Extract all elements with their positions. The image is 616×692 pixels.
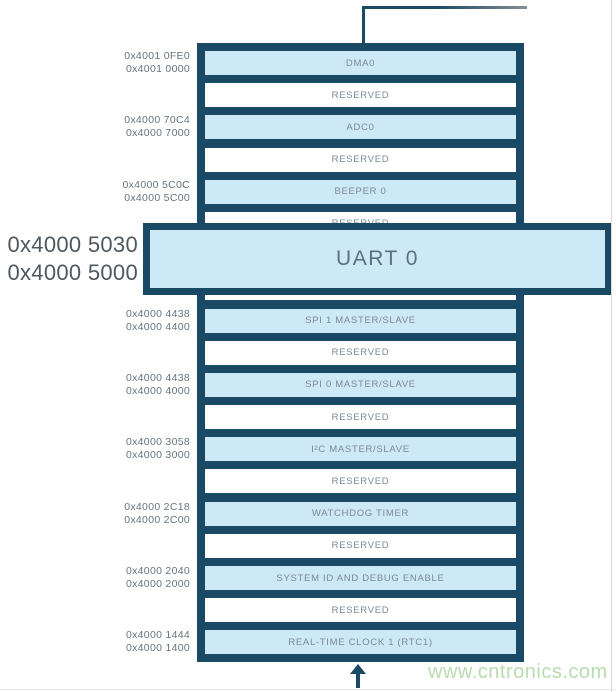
stack-row-reserved: RESERVED <box>205 533 516 558</box>
peripheral-row-label: SYSTEM ID AND DEBUG ENABLE <box>276 572 445 584</box>
address-top: 0x4000 70C4 <box>124 114 190 127</box>
address-bottom: 0x4000 2C00 <box>124 513 190 526</box>
uart0-label: UART 0 <box>336 247 419 270</box>
image-right-border <box>611 0 612 692</box>
uart0-address-range: 0x4000 5030 0x4000 5000 <box>7 231 138 287</box>
address-bottom: 0x4001 0000 <box>125 63 190 75</box>
stack-row-reserved: RESERVED <box>205 340 516 365</box>
stack-row-reserved: RESERVED <box>205 598 516 623</box>
reserved-row-label: RESERVED <box>331 475 390 487</box>
address-top: 0x4000 4438 <box>125 371 190 384</box>
peripheral-row-label: I²C MASTER/SLAVE <box>311 443 410 455</box>
peripheral-row-label: SPI 0 MASTER/SLAVE <box>305 379 416 391</box>
address-bottom: 0x4000 5C00 <box>124 191 190 204</box>
top-connector-line-horizontal <box>362 6 527 9</box>
address-bottom: 0x4000 1400 <box>125 642 190 655</box>
address-top: 0x4000 3058 <box>125 436 190 449</box>
address-top: 0x4001 0FE0 <box>124 50 190 62</box>
address-top: 0x4000 1444 <box>125 629 190 642</box>
reserved-row-label: RESERVED <box>331 604 390 616</box>
address-bottom: 0x4000 7000 <box>125 127 190 140</box>
address-bottom: 0x4000 4400 <box>125 320 190 333</box>
peripheral-row-label: REAL-TIME CLOCK 1 (RTC1) <box>288 636 433 648</box>
watermark-text: www.cntronics.com <box>428 661 608 683</box>
reserved-row-label: RESERVED <box>331 347 390 359</box>
address-bottom: 0x4000 2000 <box>125 578 190 590</box>
image-bottom-border <box>0 689 616 690</box>
address-bottom: 0x4000 4000 <box>125 384 190 397</box>
reserved-row-label: RESERVED <box>331 540 390 552</box>
top-connector-line-vertical <box>362 6 365 43</box>
address-top: 0x4000 5C0C <box>122 178 190 191</box>
address-top: 0x4000 2040 <box>125 565 190 577</box>
peripheral-row-label: DMA0 <box>345 57 376 69</box>
peripheral-row-label: WATCHDOG TIMER <box>311 508 410 520</box>
reserved-row-label: RESERVED <box>331 89 390 101</box>
stack-row-reserved: RESERVED <box>205 83 516 108</box>
stack-row-reserved: RESERVED <box>205 405 516 430</box>
stack-row-reserved: RESERVED <box>205 147 516 172</box>
uart0-address-top: 0x4000 5030 <box>7 232 138 257</box>
bottom-up-arrow-stem <box>356 672 360 688</box>
stack-row-reserved: RESERVED <box>205 469 516 494</box>
uart0-address-bottom: 0x4000 5000 <box>7 260 138 285</box>
address-top: 0x4000 2C18 <box>124 500 190 513</box>
bottom-up-arrow-icon <box>350 664 366 674</box>
peripheral-row-label: ADC0 <box>346 121 375 133</box>
uart0-highlight-block: 0x4000 5030 0x4000 5000 UART 0 <box>7 223 612 295</box>
peripheral-row-label: SPI 1 MASTER/SLAVE <box>305 315 416 326</box>
reserved-row-label: RESERVED <box>331 154 390 166</box>
reserved-row-label: RESERVED <box>331 411 390 423</box>
address-top: 0x4000 4438 <box>125 307 190 320</box>
peripheral-row-label: BEEPER 0 <box>334 186 387 198</box>
address-bottom: 0x4000 3000 <box>125 449 190 462</box>
